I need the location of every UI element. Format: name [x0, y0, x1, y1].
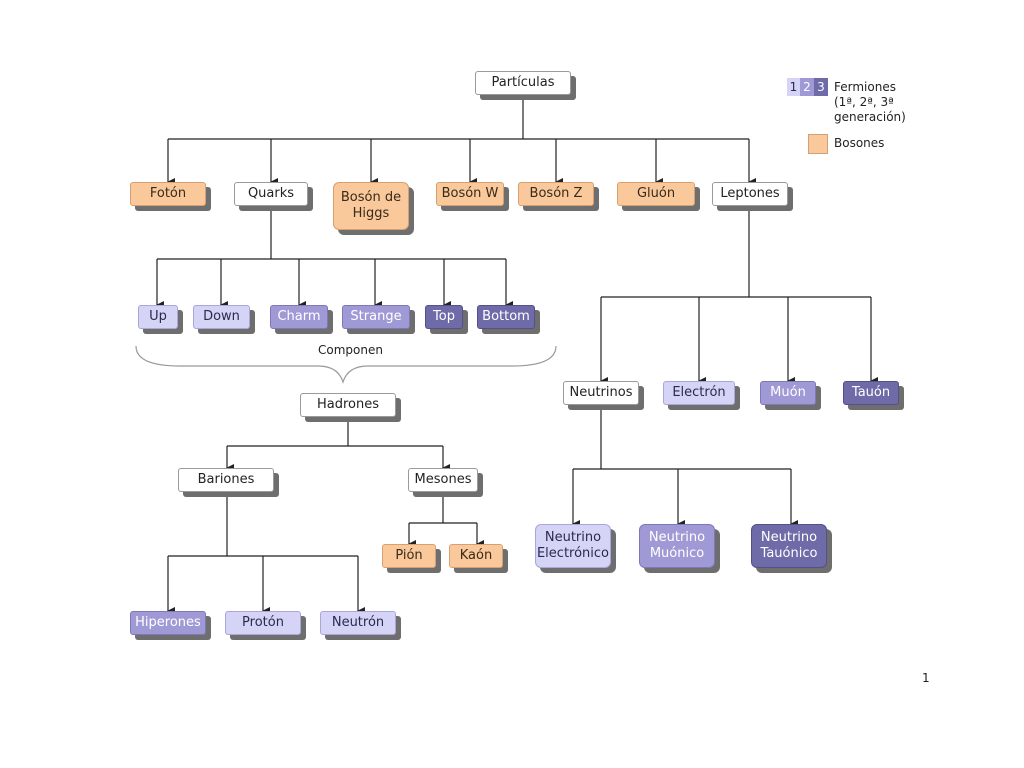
node-proton: Protón [225, 611, 301, 635]
node-kaon: Kaón [449, 544, 503, 568]
node-strange: Strange [342, 305, 410, 329]
node-leptones: Leptones [712, 182, 788, 206]
node-neutrino-electronico: Neutrino Electrónico [535, 524, 611, 568]
node-up: Up [138, 305, 178, 329]
componen-label: Componen [318, 343, 383, 357]
node-neutrinos: Neutrinos [563, 381, 639, 405]
node-hadrones: Hadrones [300, 393, 396, 417]
node-muon: Muón [760, 381, 816, 405]
node-boson-z: Bosón Z [518, 182, 594, 206]
legend-boson-swatch [808, 134, 828, 154]
node-neutrino-tauonico: Neutrino Tauónico [751, 524, 827, 568]
node-top: Top [425, 305, 463, 329]
node-electron: Electrón [663, 381, 735, 405]
node-pion: Pión [382, 544, 436, 568]
node-foton: Fotón [130, 182, 206, 206]
node-down: Down [193, 305, 250, 329]
node-boson-w: Bosón W [436, 182, 504, 206]
node-boson-higgs: Bosón de Higgs [333, 182, 409, 230]
node-tauon: Tauón [843, 381, 899, 405]
legend-gen-1: 1 [787, 78, 800, 96]
page-number: 1 [922, 671, 930, 685]
node-quarks: Quarks [234, 182, 308, 206]
node-mesones: Mesones [408, 468, 478, 492]
node-bottom: Bottom [477, 305, 535, 329]
legend-gen-3: 3 [814, 78, 828, 96]
node-gluon: Gluón [617, 182, 695, 206]
node-bariones: Bariones [178, 468, 274, 492]
node-charm: Charm [270, 305, 328, 329]
componen-brace [135, 345, 557, 385]
legend-fermions-text: Fermiones (1ª, 2ª, 3ª generación) [834, 80, 906, 124]
node-neutrino-muonico: Neutrino Muónico [639, 524, 715, 568]
node-hiperones: Hiperones [130, 611, 206, 635]
node-neutron: Neutrón [320, 611, 396, 635]
legend-bosons-text: Bosones [834, 136, 885, 150]
node-particulas: Partículas [475, 71, 571, 95]
legend-gen-2: 2 [800, 78, 814, 96]
